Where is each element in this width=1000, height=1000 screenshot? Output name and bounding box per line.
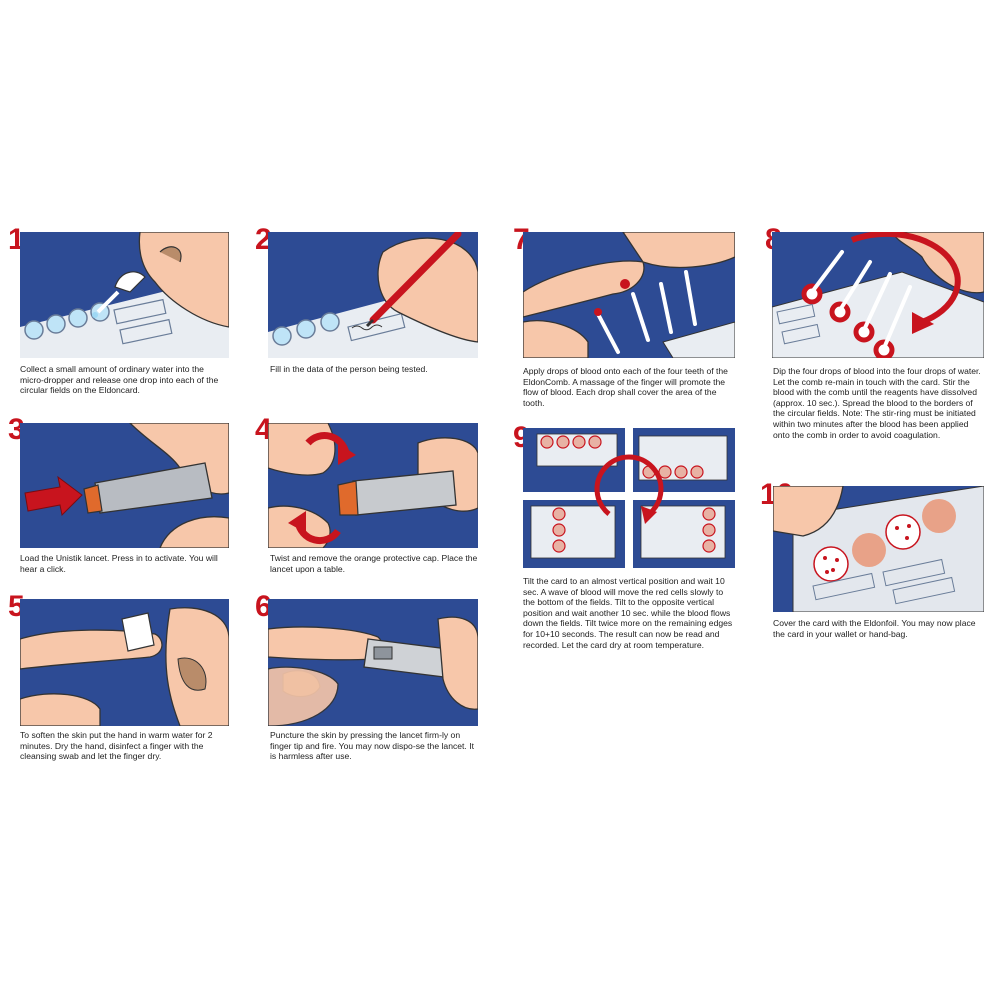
step-5-caption: To soften the skin put the hand in warm … — [20, 730, 213, 762]
eldonfoil-card-illustration — [773, 486, 984, 612]
step-9-caption: Tilt the card to an almost vertical posi… — [523, 576, 733, 650]
step-8-caption: Dip the four drops of blood into the fou… — [773, 366, 981, 440]
step-number: 6 — [255, 590, 272, 623]
twist-cap-illustration — [268, 423, 478, 548]
step-2-caption: Fill in the data of the person being tes… — [270, 364, 428, 374]
step-3-caption: Load the Unistik lancet. Press in to act… — [20, 553, 218, 574]
step-6-illustration — [268, 599, 478, 726]
step-10-illustration — [773, 486, 984, 612]
step-7-illustration — [523, 232, 735, 358]
step-7-caption: Apply drops of blood onto each of the fo… — [523, 366, 728, 408]
pen-card-illustration — [268, 232, 478, 358]
step-3-illustration — [20, 423, 229, 548]
step-4-caption: Twist and remove the orange protective c… — [270, 553, 478, 574]
swab-finger-illustration — [20, 607, 229, 726]
eldoncomb-blood-illustration — [523, 232, 735, 358]
lancet-press-illustration — [24, 423, 229, 548]
step-2-illustration — [268, 232, 478, 358]
eldoncard-dropper-illustration — [20, 232, 229, 358]
step-10-caption: Cover the card with the Eldonfoil. You m… — [773, 618, 976, 639]
step-1-caption: Collect a small amount of ordinary water… — [20, 364, 219, 396]
step-number: 2 — [255, 223, 272, 256]
lancet-fingertip-illustration — [268, 616, 478, 726]
comb-stir-illustration — [772, 232, 984, 358]
step-1-illustration — [20, 232, 229, 358]
tilt-card-illustration — [523, 428, 735, 568]
step-8-illustration — [772, 232, 984, 358]
step-9-illustration — [523, 428, 735, 568]
step-4-illustration — [268, 423, 478, 548]
step-6-caption: Puncture the skin by pressing the lancet… — [270, 730, 474, 762]
step-5-illustration — [20, 599, 229, 726]
